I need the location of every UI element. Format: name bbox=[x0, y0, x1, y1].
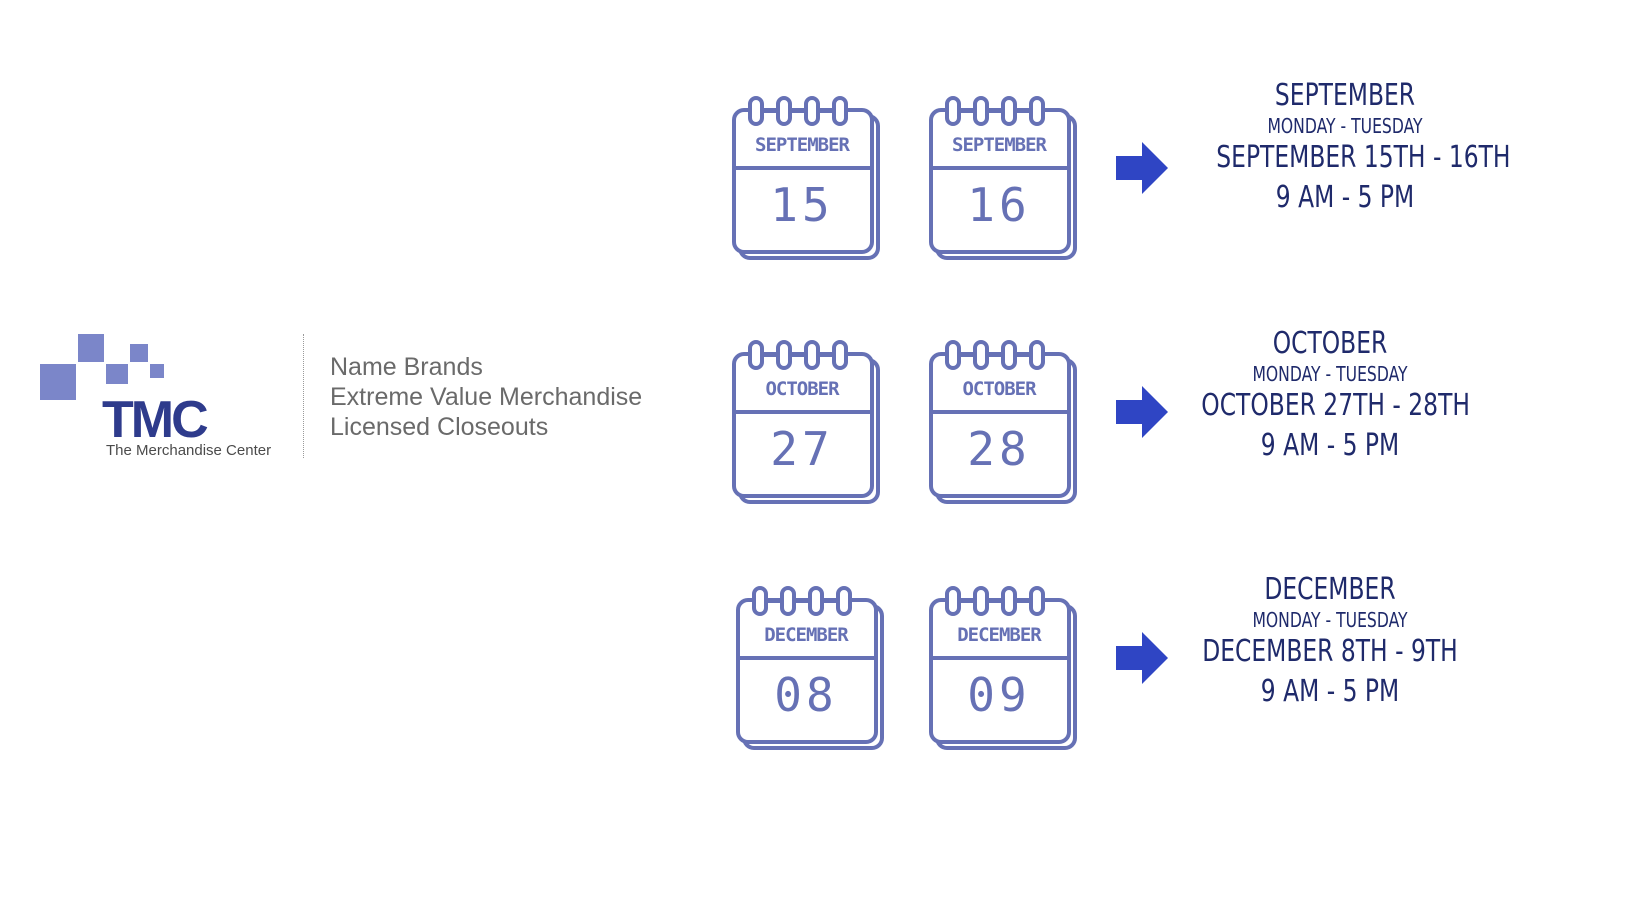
calendar-day: 09 bbox=[967, 668, 1031, 722]
logo-block: TMC The Merchandise Center Name Brands E… bbox=[40, 334, 700, 484]
calendar-icon: OCTOBER 27 bbox=[732, 340, 882, 505]
logo-square bbox=[78, 334, 104, 362]
event-date-range: OCTOBER 27TH - 28TH bbox=[1201, 388, 1470, 423]
calendar-icon: DECEMBER 09 bbox=[929, 586, 1079, 751]
logo-square bbox=[40, 364, 76, 400]
arrow-right-icon bbox=[1116, 386, 1168, 438]
event-hours: 9 AM - 5 PM bbox=[1260, 428, 1400, 463]
logo-wordmark: TMC bbox=[102, 391, 209, 449]
calendar-day: 27 bbox=[770, 422, 834, 476]
calendar-icon: DECEMBER 08 bbox=[736, 586, 886, 751]
calendar-month: SEPTEMBER bbox=[755, 134, 850, 156]
event-days: MONDAY - TUESDAY bbox=[1252, 362, 1408, 386]
calendar-month: SEPTEMBER bbox=[952, 134, 1047, 156]
calendar-icon: OCTOBER 28 bbox=[929, 340, 1079, 505]
calendar-day: 16 bbox=[967, 178, 1031, 232]
arrow-right-icon bbox=[1116, 142, 1168, 194]
calendar-day: 15 bbox=[770, 178, 834, 232]
logo-square bbox=[130, 344, 148, 362]
calendar-month: OCTOBER bbox=[962, 378, 1036, 400]
event-hours: 9 AM - 5 PM bbox=[1260, 674, 1400, 709]
event-month: SEPTEMBER bbox=[1274, 78, 1416, 113]
event-date-range: SEPTEMBER 15TH - 16TH bbox=[1216, 140, 1511, 175]
calendar-day: 08 bbox=[774, 668, 838, 722]
calendar-month: DECEMBER bbox=[764, 624, 849, 646]
logo-square bbox=[106, 364, 128, 384]
logo-square bbox=[150, 364, 164, 378]
arrow-right-icon bbox=[1116, 632, 1168, 684]
logo-subtitle: The Merchandise Center bbox=[106, 442, 272, 459]
event-month: DECEMBER bbox=[1264, 572, 1396, 607]
tagline: Name Brands bbox=[330, 353, 483, 381]
tagline-list: Name Brands Extreme Value Merchandise Li… bbox=[330, 352, 642, 442]
event-hours: 9 AM - 5 PM bbox=[1275, 180, 1415, 215]
event-date-range: DECEMBER 8TH - 9TH bbox=[1202, 634, 1458, 669]
tagline: Extreme Value Merchandise bbox=[330, 383, 643, 411]
calendar-month: DECEMBER bbox=[957, 624, 1042, 646]
calendar-day: 28 bbox=[967, 422, 1031, 476]
calendar-month: OCTOBER bbox=[765, 378, 839, 400]
event-days: MONDAY - TUESDAY bbox=[1267, 114, 1423, 138]
event-days: MONDAY - TUESDAY bbox=[1252, 608, 1408, 632]
logo-divider bbox=[303, 334, 304, 458]
event-month: OCTOBER bbox=[1272, 326, 1388, 361]
calendar-icon: SEPTEMBER 16 bbox=[929, 96, 1079, 261]
tagline: Licensed Closeouts bbox=[330, 413, 549, 441]
calendar-icon: SEPTEMBER 15 bbox=[732, 96, 882, 261]
